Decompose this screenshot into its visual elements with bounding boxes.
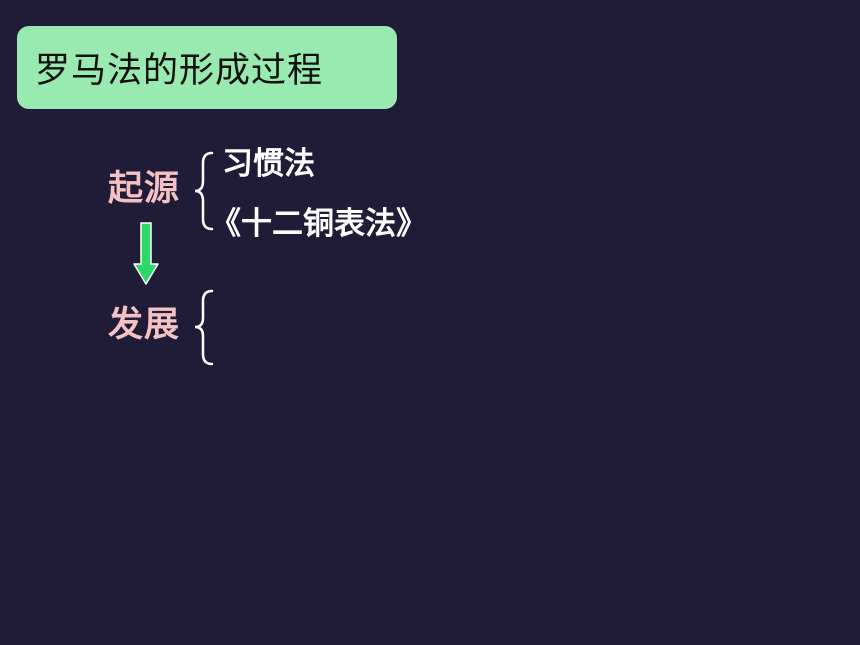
page-title: 罗马法的形成过程 (35, 51, 324, 91)
origin-brace (194, 151, 214, 231)
title-box: 罗马法的形成过程 (17, 26, 397, 109)
origin-item-customary-law: 习惯法 (222, 146, 315, 182)
origin-label: 起源 (108, 169, 181, 209)
development-brace (194, 289, 214, 366)
origin-item-twelve-tables: 《十二铜表法》 (210, 206, 427, 242)
development-label: 发展 (108, 305, 181, 345)
down-arrow-icon (133, 222, 159, 285)
